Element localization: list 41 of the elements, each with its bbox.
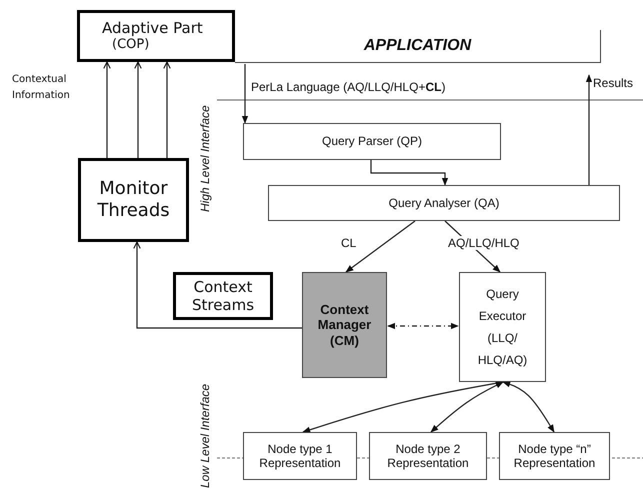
edge-label: AQ/LLQ/HLQ bbox=[447, 236, 520, 250]
process-box bbox=[459, 272, 546, 382]
process-box bbox=[243, 432, 357, 480]
edge-label: PerLa Language (AQ/LLQ/HLQ+CL) bbox=[250, 80, 446, 94]
node-title: Query Parser (QP) bbox=[322, 134, 422, 149]
process-box bbox=[243, 123, 501, 160]
arrow bbox=[586, 74, 592, 185]
node-title: Query Executor (LLQ/ HLQ/AQ) bbox=[476, 286, 528, 369]
arrow bbox=[163, 61, 171, 158]
node-title: Monitor Threads bbox=[96, 178, 171, 222]
arrow bbox=[133, 241, 302, 329]
edge-label: Results bbox=[592, 76, 634, 90]
arrow bbox=[502, 381, 555, 433]
node-title: Query Analyser (QA) bbox=[388, 196, 500, 210]
interface-label: Low Level Interface bbox=[198, 384, 212, 488]
edge-label: CL bbox=[340, 236, 358, 250]
node-subtitle: (COP) bbox=[111, 37, 150, 53]
component-box bbox=[78, 158, 189, 242]
node-title: Node type 2 Representation bbox=[386, 442, 470, 470]
arrow bbox=[103, 61, 111, 158]
arrow bbox=[242, 64, 248, 124]
arrow bbox=[134, 61, 142, 158]
node-title: APPLICATION bbox=[364, 36, 472, 56]
process-box bbox=[268, 185, 620, 221]
component-box bbox=[173, 272, 273, 320]
arrow bbox=[345, 220, 416, 272]
arrow bbox=[370, 160, 448, 186]
application-band bbox=[235, 30, 601, 63]
node-title: Adaptive Part bbox=[102, 19, 203, 38]
component-box bbox=[77, 10, 235, 62]
process-box bbox=[369, 432, 487, 480]
manager-box bbox=[302, 272, 387, 378]
annotation-text: Contextual Information bbox=[12, 73, 71, 103]
node-title: Context Streams bbox=[190, 278, 256, 314]
interface-label: High Level Interface bbox=[198, 105, 212, 212]
process-box bbox=[499, 432, 610, 480]
node-title: Context Manager (CM) bbox=[316, 302, 372, 348]
arrow bbox=[387, 322, 459, 330]
node-title: Node type 1 Representation bbox=[258, 442, 342, 470]
arrow bbox=[430, 381, 504, 433]
node-title: Node type “n” Representation bbox=[512, 442, 596, 470]
